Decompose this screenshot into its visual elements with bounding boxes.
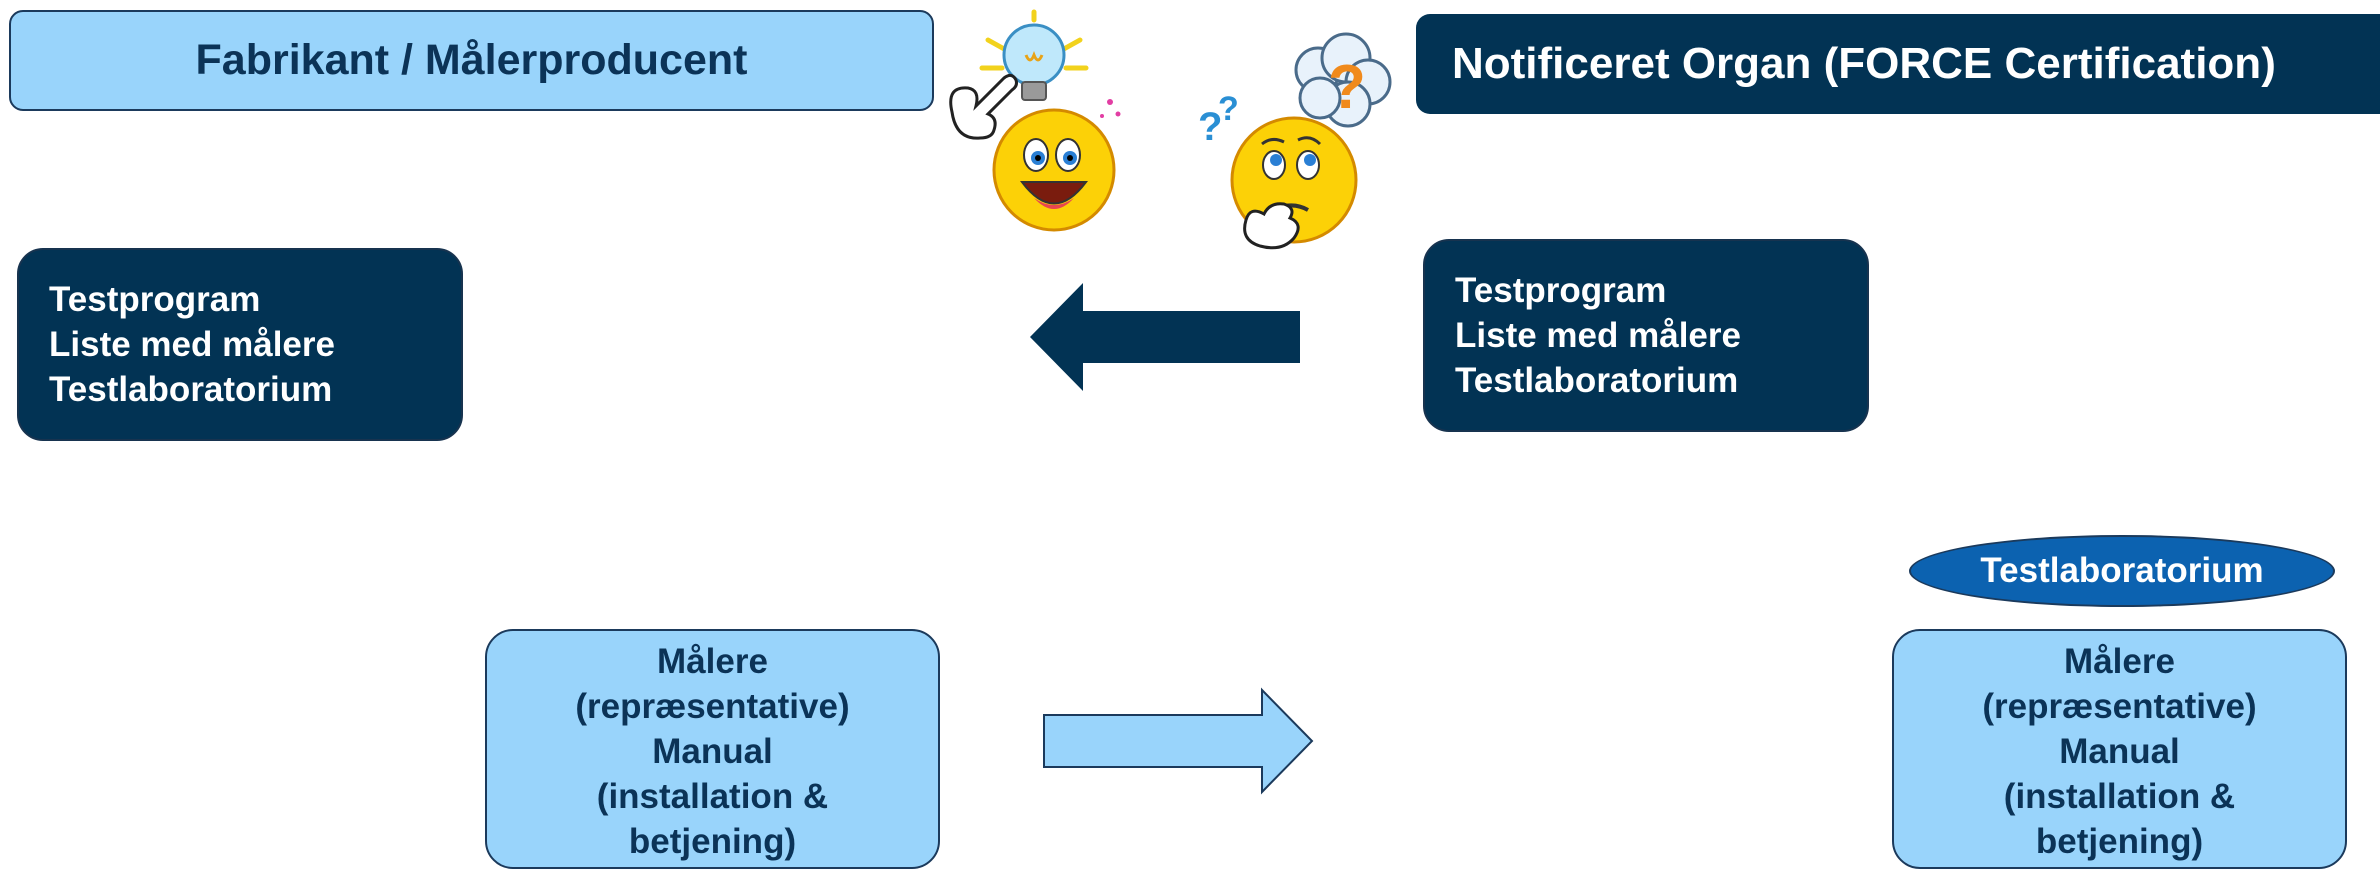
test-lab-delivery-line: Målere <box>2064 642 2175 681</box>
arrow-right-icon <box>1043 687 1314 795</box>
test-lab-delivery-box: Målere (repræsentative) Manual (installa… <box>1892 629 2347 869</box>
manufacturer-title: Fabrikant / Målerproducent <box>195 36 748 84</box>
test-lab-delivery-line: (repræsentative) <box>1982 687 2257 726</box>
manufacturer-docs-box: Testprogram Liste med målere Testlaborat… <box>17 248 463 441</box>
manufacturer-docs-item: Liste med målere <box>49 325 335 364</box>
manufacturer-delivery-line: Målere <box>657 642 768 681</box>
manufacturer-delivery-line: betjening) <box>628 822 797 861</box>
test-lab-delivery-line: Manual <box>2059 732 2180 771</box>
test-lab-pill: Testlaboratorium <box>1909 535 2335 607</box>
notified-body-header: Notificeret Organ (FORCE Certification) <box>1416 14 2380 114</box>
arrow-left-icon <box>1030 283 1300 391</box>
manufacturer-delivery-line: (repræsentative) <box>575 687 850 726</box>
notified-body-docs-item: Liste med målere <box>1455 316 1741 355</box>
manufacturer-header: Fabrikant / Målerproducent <box>9 10 934 111</box>
notified-body-docs-box: Testprogram Liste med målere Testlaborat… <box>1423 239 1869 432</box>
manufacturer-docs-item: Testlaboratorium <box>49 370 333 409</box>
notified-body-docs-item: Testprogram <box>1455 271 1667 310</box>
manufacturer-delivery-line: (installation & <box>596 777 829 816</box>
svg-text:?: ? <box>1198 105 1222 149</box>
notified-body-title: Notificeret Organ (FORCE Certification) <box>1452 39 2276 88</box>
notified-body-docs-item: Testlaboratorium <box>1455 361 1739 400</box>
manufacturer-docs-item: Testprogram <box>49 280 261 319</box>
test-lab-label: Testlaboratorium <box>1980 551 2264 590</box>
lightbulb-smiley-icon <box>949 9 1121 232</box>
manufacturer-delivery-box: Målere (repræsentative) Manual (installa… <box>485 629 940 869</box>
test-lab-delivery-line: betjening) <box>2035 822 2204 861</box>
test-lab-delivery-line: (installation & <box>2003 777 2236 816</box>
thinking-smiley-icon: ? ? ? <box>1198 32 1392 250</box>
svg-text:?: ? <box>1328 53 1366 122</box>
manufacturer-delivery-line: Manual <box>652 732 773 771</box>
svg-text:?: ? <box>1218 90 1239 128</box>
